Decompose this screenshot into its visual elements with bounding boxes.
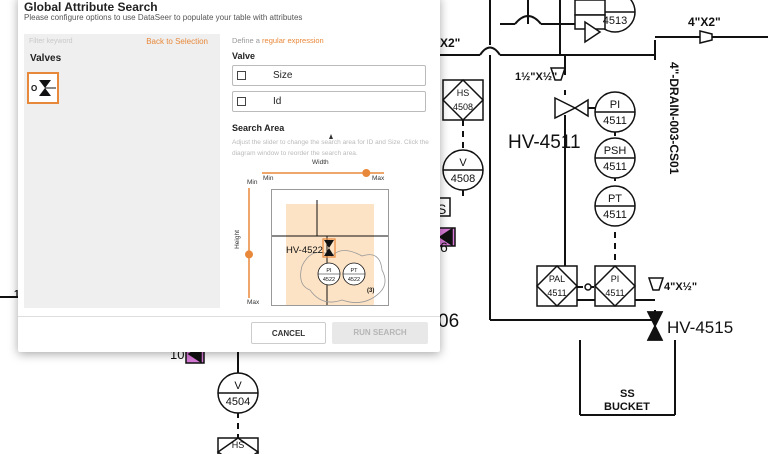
gate-valve-icon: O [31,80,56,96]
pid-instrument-2-number: 4508 [451,173,475,185]
regex-hint-prefix: Define a [232,36,263,45]
filter-input[interactable]: Filter keyword [29,38,73,45]
pid-instrument-7-number: 4511 [605,288,624,298]
preview-instrument-1-bottom: 4522 [323,277,335,283]
pid-instrument-7-function: PI [611,274,620,284]
valve-attributes-heading: Valve [232,51,256,61]
dialog-title: Global Attribute Search [24,0,158,14]
height-slider[interactable] [244,188,254,300]
pid-instrument-6-number: 4511 [547,288,566,298]
pid-instrument-1-function: HS [457,88,470,98]
pid-instrument-9-function: HS [232,440,245,450]
width-slider-label: Width [312,159,329,166]
pid-instrument-1-number: 4508 [453,102,473,112]
pid-label-bucket: BUCKET [604,401,650,413]
pid-label-4x2: 4"X2" [688,15,721,29]
pid-instrument-5-function: PT [608,193,622,205]
pid-instrument-8-function: V [234,380,242,392]
attribute-row-size[interactable]: Size [232,65,426,86]
pid-instrument-6-function: PAL [549,274,565,284]
pid-instrument-4-number: 4511 [603,161,627,173]
pid-instrument-3-number: 4511 [603,115,627,127]
pid-label-reducer: 1½"X½" [515,71,557,83]
global-attribute-search-dialog: Global Attribute Search Please configure… [18,0,440,352]
height-slider-label: Height [233,230,241,249]
pid-valve-tag-hv4511: HV-4511 [508,132,581,153]
width-slider-handle[interactable] [362,169,371,177]
height-max-label: Max [247,299,260,306]
valves-heading: Valves [30,53,62,64]
valve-thumbnail[interactable]: O [27,72,59,104]
pid-instrument-3-function: PI [610,99,620,111]
svg-text:O: O [31,84,37,93]
regular-expression-link[interactable]: regular expression [262,36,324,45]
preview-instrument-1-top: PI [326,268,332,274]
height-min-label: Min [247,179,258,186]
size-label: Size [273,70,293,81]
run-search-button[interactable]: RUN SEARCH [332,322,428,344]
pid-label-fragment-06: 06 [438,311,459,332]
pid-instrument-4-function: PSH [604,145,627,157]
width-min-label: Min [263,175,274,182]
search-area-preview[interactable]: HV-4522 PI 4522 PT 4522 (3) [271,189,389,306]
id-label: Id [273,96,282,107]
pid-label-fragment-s: S [437,201,446,217]
footer-divider [18,316,440,317]
regex-hint: Define a regular expression [232,36,324,45]
back-to-selection-link[interactable]: Back to Selection [146,37,208,46]
cancel-button[interactable]: CANCEL [251,322,326,344]
search-area-heading: Search Area [232,123,285,133]
size-checkbox[interactable] [237,71,246,80]
pid-line-number: 4"-DRAIN-003-CS01 [667,62,681,175]
attribute-row-id[interactable]: Id [232,91,426,112]
preview-note: (3) [367,288,374,294]
valve-list-panel: Filter keyword Back to Selection Valves … [24,34,220,308]
dialog-subtitle: Please configure options to use DataSeer… [24,13,303,22]
pid-valve-tag-hv4515: HV-4515 [667,318,733,337]
height-slider-handle[interactable] [245,250,253,259]
width-max-label: Max [372,175,385,182]
search-area-description: Adjust the slider to change the search a… [232,139,429,157]
pid-instrument-2-function: V [459,157,467,169]
pid-label-fragment-1: 1 [14,289,20,300]
preview-instrument-2-bottom: 4522 [348,277,360,283]
pid-instrument-8-number: 4504 [226,396,250,408]
id-checkbox[interactable] [237,97,246,106]
width-slider[interactable] [262,168,392,178]
pid-label-x2: X2" [440,36,460,50]
pid-instrument-0-number: 4513 [603,15,627,27]
pid-instrument-5-number: 4511 [603,209,627,221]
pid-label-ss: SS [620,388,635,400]
pid-label-4xhalf: 4"X½" [664,281,697,293]
preview-instrument-2-top: PT [350,268,358,274]
pid-label-fragment-6: 6 [440,239,448,255]
mouse-cursor-icon [329,134,333,139]
preview-valve-tag: HV-4522 [286,245,323,256]
